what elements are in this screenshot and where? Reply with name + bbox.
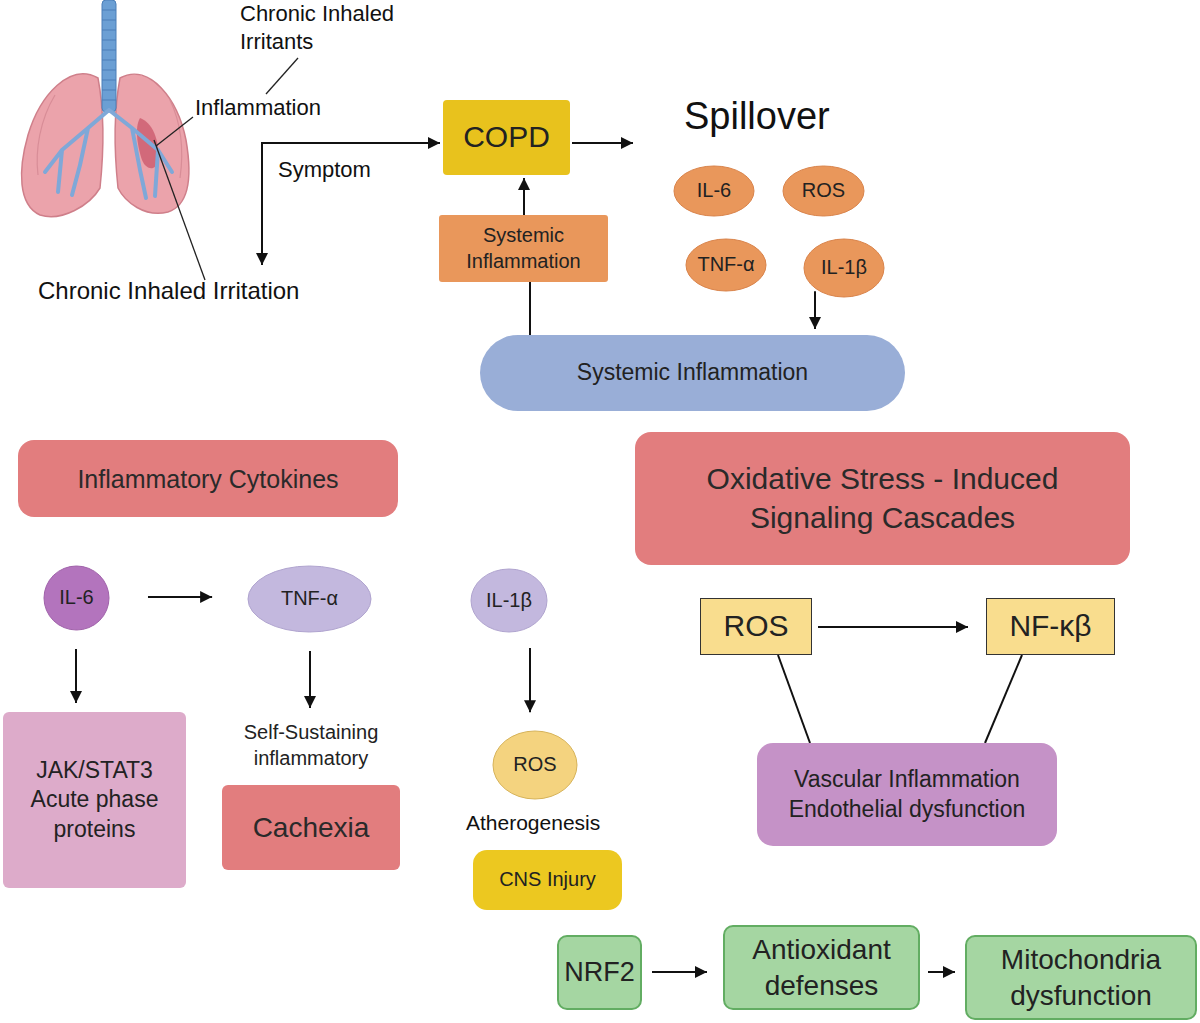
arrow-connector [529,282,531,335]
arrow-connector [814,291,816,329]
mediator-ellipse: ROS [782,165,865,217]
node-text: IL-1β [821,255,867,281]
bronchi [45,110,172,198]
ellipse-shape [248,566,371,632]
node-text: IL-1β [486,588,532,614]
disease-box: COPD [443,100,570,175]
category-header: Oxidative Stress - Induced Signaling Cas… [635,432,1130,565]
leader-line [266,58,298,94]
effect-box: Self-Sustaining inflammatoryCachexia [222,716,400,870]
cytokine-circle: IL-6 [43,565,110,631]
arrow-connector [652,971,707,973]
node-text: IL-6 [59,585,93,611]
lung-illustration [22,0,189,217]
arrow-connector [75,649,77,703]
arrow-connector [928,971,955,973]
cytokine-ellipse: TNF-α [247,565,372,633]
mediator-ellipse: TNF-α [685,238,767,292]
node-text: NF-κβ [1009,607,1091,645]
ellipse-shape [44,566,109,630]
ros-circle: ROS [492,730,578,800]
node-text: Mitochondria dysfunction [967,942,1195,1014]
annotation-label: Inflammation [195,94,321,122]
leader-lines [154,58,298,280]
annotation-label: Atherogenesis [466,810,600,837]
effect-box: JAK/STAT3 Acute phase proteins [3,712,186,888]
trachea-rings [102,10,116,100]
node-text: ROS [723,607,788,645]
category-header: Inflammatory Cytokines [18,440,398,517]
node-text: Cachexia [253,810,370,846]
pathway-pill: Systemic Inflammation [480,335,905,411]
outcome-box: CNS Injury [473,850,622,910]
node-text: ROS [513,752,556,778]
node-text: Antioxidant defenses [725,932,918,1004]
node-text: IL-6 [697,178,731,204]
mediator-ellipse: IL-6 [673,165,755,217]
feedback-arrow [262,143,440,265]
ellipse-shape [686,239,766,291]
signal-box: ROS [700,598,812,655]
spillover-arrow [572,142,633,144]
node-text: TNF-α [697,252,754,278]
pathway-box: Mitochondria dysfunction [965,935,1197,1020]
mediator-ellipse: IL-1β [803,238,885,298]
node-text: CNS Injury [499,867,596,893]
signal-box: NF-κβ [986,598,1115,655]
node-text: Vascular Inflammation Endothelial dysfun… [771,765,1043,824]
pathway-box: Antioxidant defenses [723,925,920,1010]
node-text: JAK/STAT3 Acute phase proteins [11,756,178,844]
ellipse-shape [783,166,864,216]
annotation-label: Spillover [684,92,830,140]
arrow-connector [529,648,531,712]
ellipse-shape [493,731,577,799]
node-text: Systemic Inflammation [577,358,808,387]
cytokine-ellipse: IL-1β [470,568,548,633]
ellipse-shape [804,239,884,297]
arrow-connector [778,655,810,743]
node-text: Oxidative Stress - Induced Signaling Cas… [665,460,1100,537]
arrow-connector [523,178,525,215]
pathway-box: NRF2 [557,935,642,1010]
ellipse-shape [674,166,754,216]
ellipse-shape [471,569,547,632]
left-lung [22,74,103,217]
leader-line [156,117,193,146]
node-text: COPD [463,118,550,156]
outcome-box: Vascular Inflammation Endothelial dysfun… [757,743,1057,846]
node-text: TNF-α [281,586,338,612]
effect-box-fill: Cachexia [222,785,400,870]
node-text: ROS [802,178,845,204]
node-text: Systemic Inflammation [439,223,608,274]
leader-line [154,140,205,280]
node-text: Inflammatory Cytokines [77,463,338,495]
annotation-label: Chronic Inhaled Irritation [38,276,299,306]
arrow-connector [818,626,968,628]
trachea [102,0,116,112]
annotation-label: Symptom [278,156,371,184]
arrow-connector [985,655,1022,743]
arrow-connector [148,596,212,598]
node-heading: Self-Sustaining inflammatory [222,716,400,776]
process-box: Systemic Inflammation [439,215,608,282]
node-text: NRF2 [564,955,635,990]
annotation-label: Chronic Inhaled Irritants [240,0,415,56]
arrow-connector [309,651,311,708]
